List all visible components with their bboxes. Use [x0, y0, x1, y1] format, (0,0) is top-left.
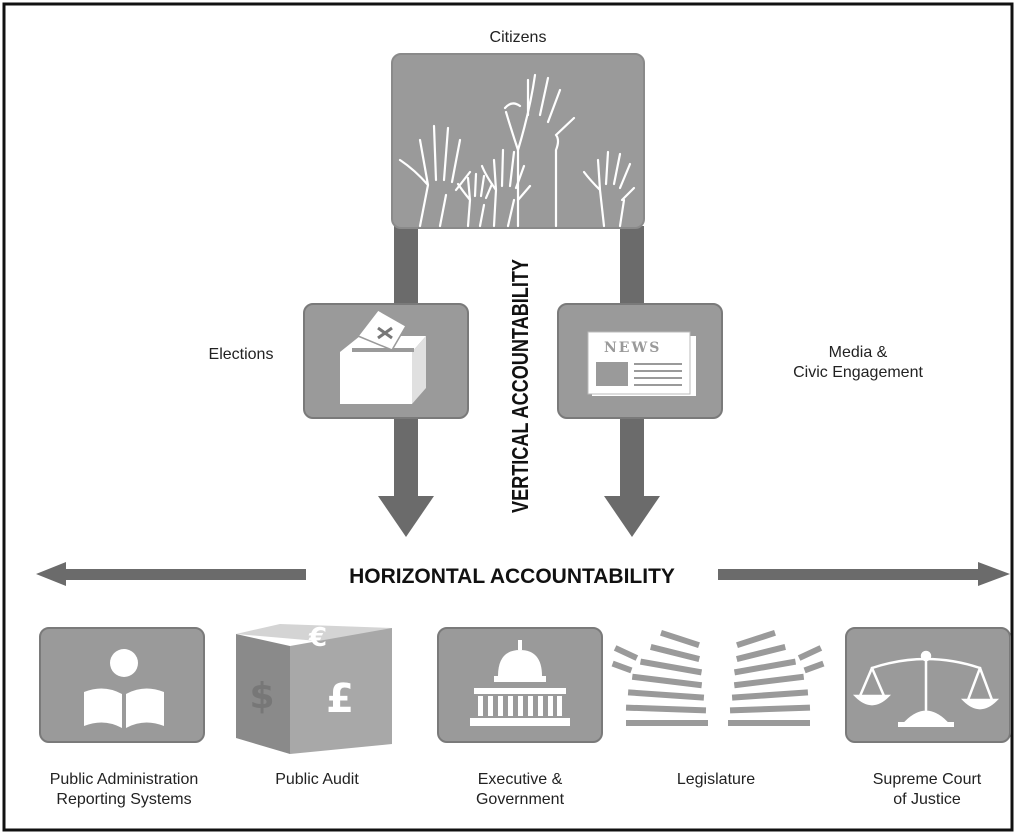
ballot-box-icon	[340, 309, 426, 404]
news-masthead: NEWS	[604, 340, 661, 356]
parliament-seats-icon	[611, 629, 825, 726]
raised-hands-icon	[398, 73, 636, 228]
public-audit-label: Public Audit	[275, 771, 359, 788]
currency-cube-icon: € $ £	[236, 623, 392, 754]
media-label: Media & Civic Engagement	[793, 344, 923, 381]
newspaper-icon: NEWS	[587, 331, 696, 396]
reading-person-icon	[84, 649, 164, 728]
elections-label: Elections	[208, 346, 274, 363]
horizontal-arrow	[36, 562, 1010, 586]
scales-icon	[852, 650, 1000, 727]
supreme-court-box	[845, 627, 1011, 743]
right-vertical-arrow	[604, 226, 660, 537]
capitol-icon	[470, 640, 570, 726]
euro-symbol: €	[308, 623, 327, 653]
left-vertical-arrow	[378, 226, 434, 537]
dollar-symbol: $	[249, 676, 274, 717]
right-seats	[728, 629, 825, 726]
legislature-label: Legislature	[676, 771, 756, 788]
pound-symbol: £	[326, 676, 354, 722]
executive-label: Executive & Government	[475, 771, 565, 808]
horizontal-accountability-label: HORIZONTAL ACCOUNTABILITY	[349, 565, 675, 588]
left-seats	[611, 629, 708, 726]
citizens-label: Citizens	[489, 29, 547, 46]
public-admin-label: Public Administration Reporting Systems	[49, 771, 199, 808]
vertical-accountability-label: VERTICAL ACCOUNTABILITY	[507, 259, 533, 513]
citizens-box	[391, 53, 645, 229]
supreme-court-label: Supreme Court of Justice	[872, 771, 982, 808]
